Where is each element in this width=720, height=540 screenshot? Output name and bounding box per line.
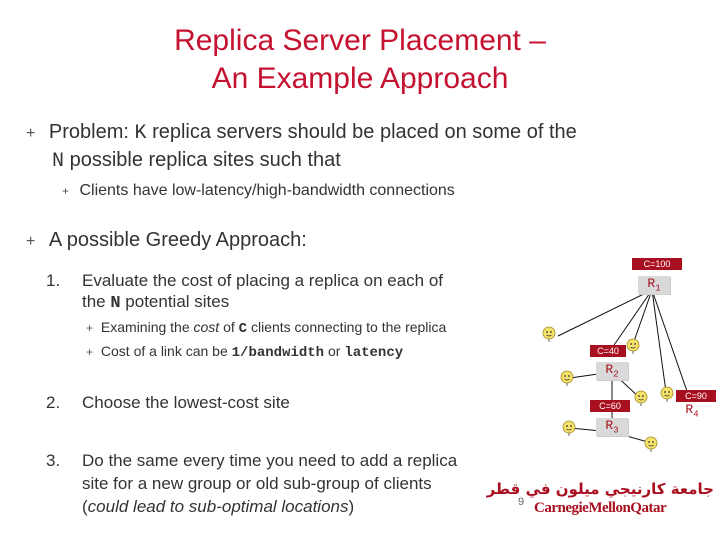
step-3-line-3: (could lead to sub-optimal locations) (82, 496, 354, 518)
sub-1-cost: cost (193, 319, 220, 335)
sub-1-mid: of (219, 319, 239, 335)
smiley-face-icon (560, 370, 574, 386)
step-1-sub-1: + Examining the cost of C clients connec… (86, 317, 446, 339)
sub-bullet-marker: + (62, 184, 70, 198)
step-2-number: 2. (46, 393, 61, 412)
cost-badge-90: C=90 (676, 390, 716, 402)
sub-2-code-latency: latency (344, 345, 404, 361)
smiley-face-icon (644, 436, 658, 452)
sub-2-code-bandwidth: 1/bandwidth (231, 345, 325, 361)
replica-subscript: 3 (613, 425, 619, 436)
title-line-1: Replica Server Placement – (174, 24, 546, 57)
replica-subscript: 2 (613, 369, 619, 380)
step-3-line-1: Do the same every time you need to add a… (82, 451, 458, 470)
problem-n: N (52, 150, 65, 173)
replica-label: R (647, 276, 656, 291)
sub-2-pre: Cost of a link can be (100, 343, 232, 359)
smiley-face-icon (542, 326, 556, 342)
smiley-face-icon (626, 338, 640, 354)
problem-sub-text: Clients have low-latency/high-bandwidth … (79, 182, 455, 199)
sub-bullet-marker: + (86, 345, 94, 359)
replica-label: R (605, 362, 614, 377)
replica-label: R (605, 418, 614, 433)
approach-text: A possible Greedy Approach: (48, 229, 307, 251)
edge-r1-r4 (651, 289, 691, 401)
logo-arabic: جامعة كارنيجي ميلون في قطر (486, 480, 714, 498)
slide-title: Replica Server Placement – An Example Ap… (0, 22, 720, 98)
smiley-face-icon (660, 386, 674, 402)
title-line-2: An Example Approach (211, 62, 509, 95)
replica-subscript: 1 (655, 283, 661, 294)
step-1-sub-2: + Cost of a link can be 1/bandwidth or l… (86, 341, 403, 363)
page-number: 9 (518, 496, 525, 508)
replica-subscript: 4 (693, 409, 699, 420)
step-1-the: the (82, 292, 111, 311)
replica-label: R (685, 402, 694, 417)
smiley-face-icon (634, 390, 648, 406)
step-3-number: 3. (46, 451, 61, 470)
sub-bullet-marker: + (86, 321, 94, 335)
edge-r1-client-b (631, 289, 653, 348)
bullet-marker: + (26, 125, 36, 142)
bullet-marker: + (26, 233, 36, 250)
step-1-n: N (110, 294, 121, 313)
edge-r1-r2 (611, 289, 653, 349)
replica-r2: R2 (596, 362, 628, 380)
problem-prefix: Problem: (48, 121, 135, 143)
edge-r1-client-a (557, 289, 653, 337)
step-1-post: potential sites (120, 292, 230, 311)
sub-1-post: clients connecting to the replica (247, 319, 447, 335)
cost-badge-40: C=40 (590, 345, 626, 357)
replica-r3: R3 (596, 418, 628, 436)
sub-1-c: C (238, 321, 248, 337)
cost-badge-60: C=60 (590, 400, 630, 412)
problem-k: K (134, 122, 147, 145)
step-3-italic: could lead to sub-optimal locations (87, 497, 349, 516)
edge-r1-client-c (651, 289, 667, 393)
logo-cmu-qatar: CarnegieMellonQatar (534, 500, 667, 516)
sub-1-pre: Examining the (100, 319, 194, 335)
problem-sub-bullet: + Clients have low-latency/high-bandwidt… (62, 180, 455, 202)
replica-r1: R1 (638, 276, 670, 294)
problem-mid: replica servers should be placed on some… (146, 121, 577, 143)
approach-bullet: + A possible Greedy Approach: (26, 226, 307, 256)
step-1-number: 1. (46, 271, 61, 290)
step-3-line-2: site for a new group or old sub-group of… (82, 474, 432, 493)
cost-badge-100: C=100 (632, 258, 682, 270)
step-1-line-2: the N potential sites (82, 291, 229, 315)
replica-r4: R4 (676, 402, 708, 420)
step-3-close-paren: ) (348, 497, 355, 516)
problem-suffix: possible replica sites such that (64, 149, 341, 171)
step-2-text: Choose the lowest-cost site (82, 393, 290, 412)
step-1-line-1: Evaluate the cost of placing a replica o… (82, 271, 444, 290)
problem-line-2: N possible replica sites such that (52, 146, 341, 176)
step-3-open-paren: ( (82, 497, 88, 516)
smiley-face-icon (562, 420, 576, 436)
problem-bullet: + Problem: K replica servers should be p… (26, 118, 577, 148)
sub-2-mid: or (324, 343, 345, 359)
